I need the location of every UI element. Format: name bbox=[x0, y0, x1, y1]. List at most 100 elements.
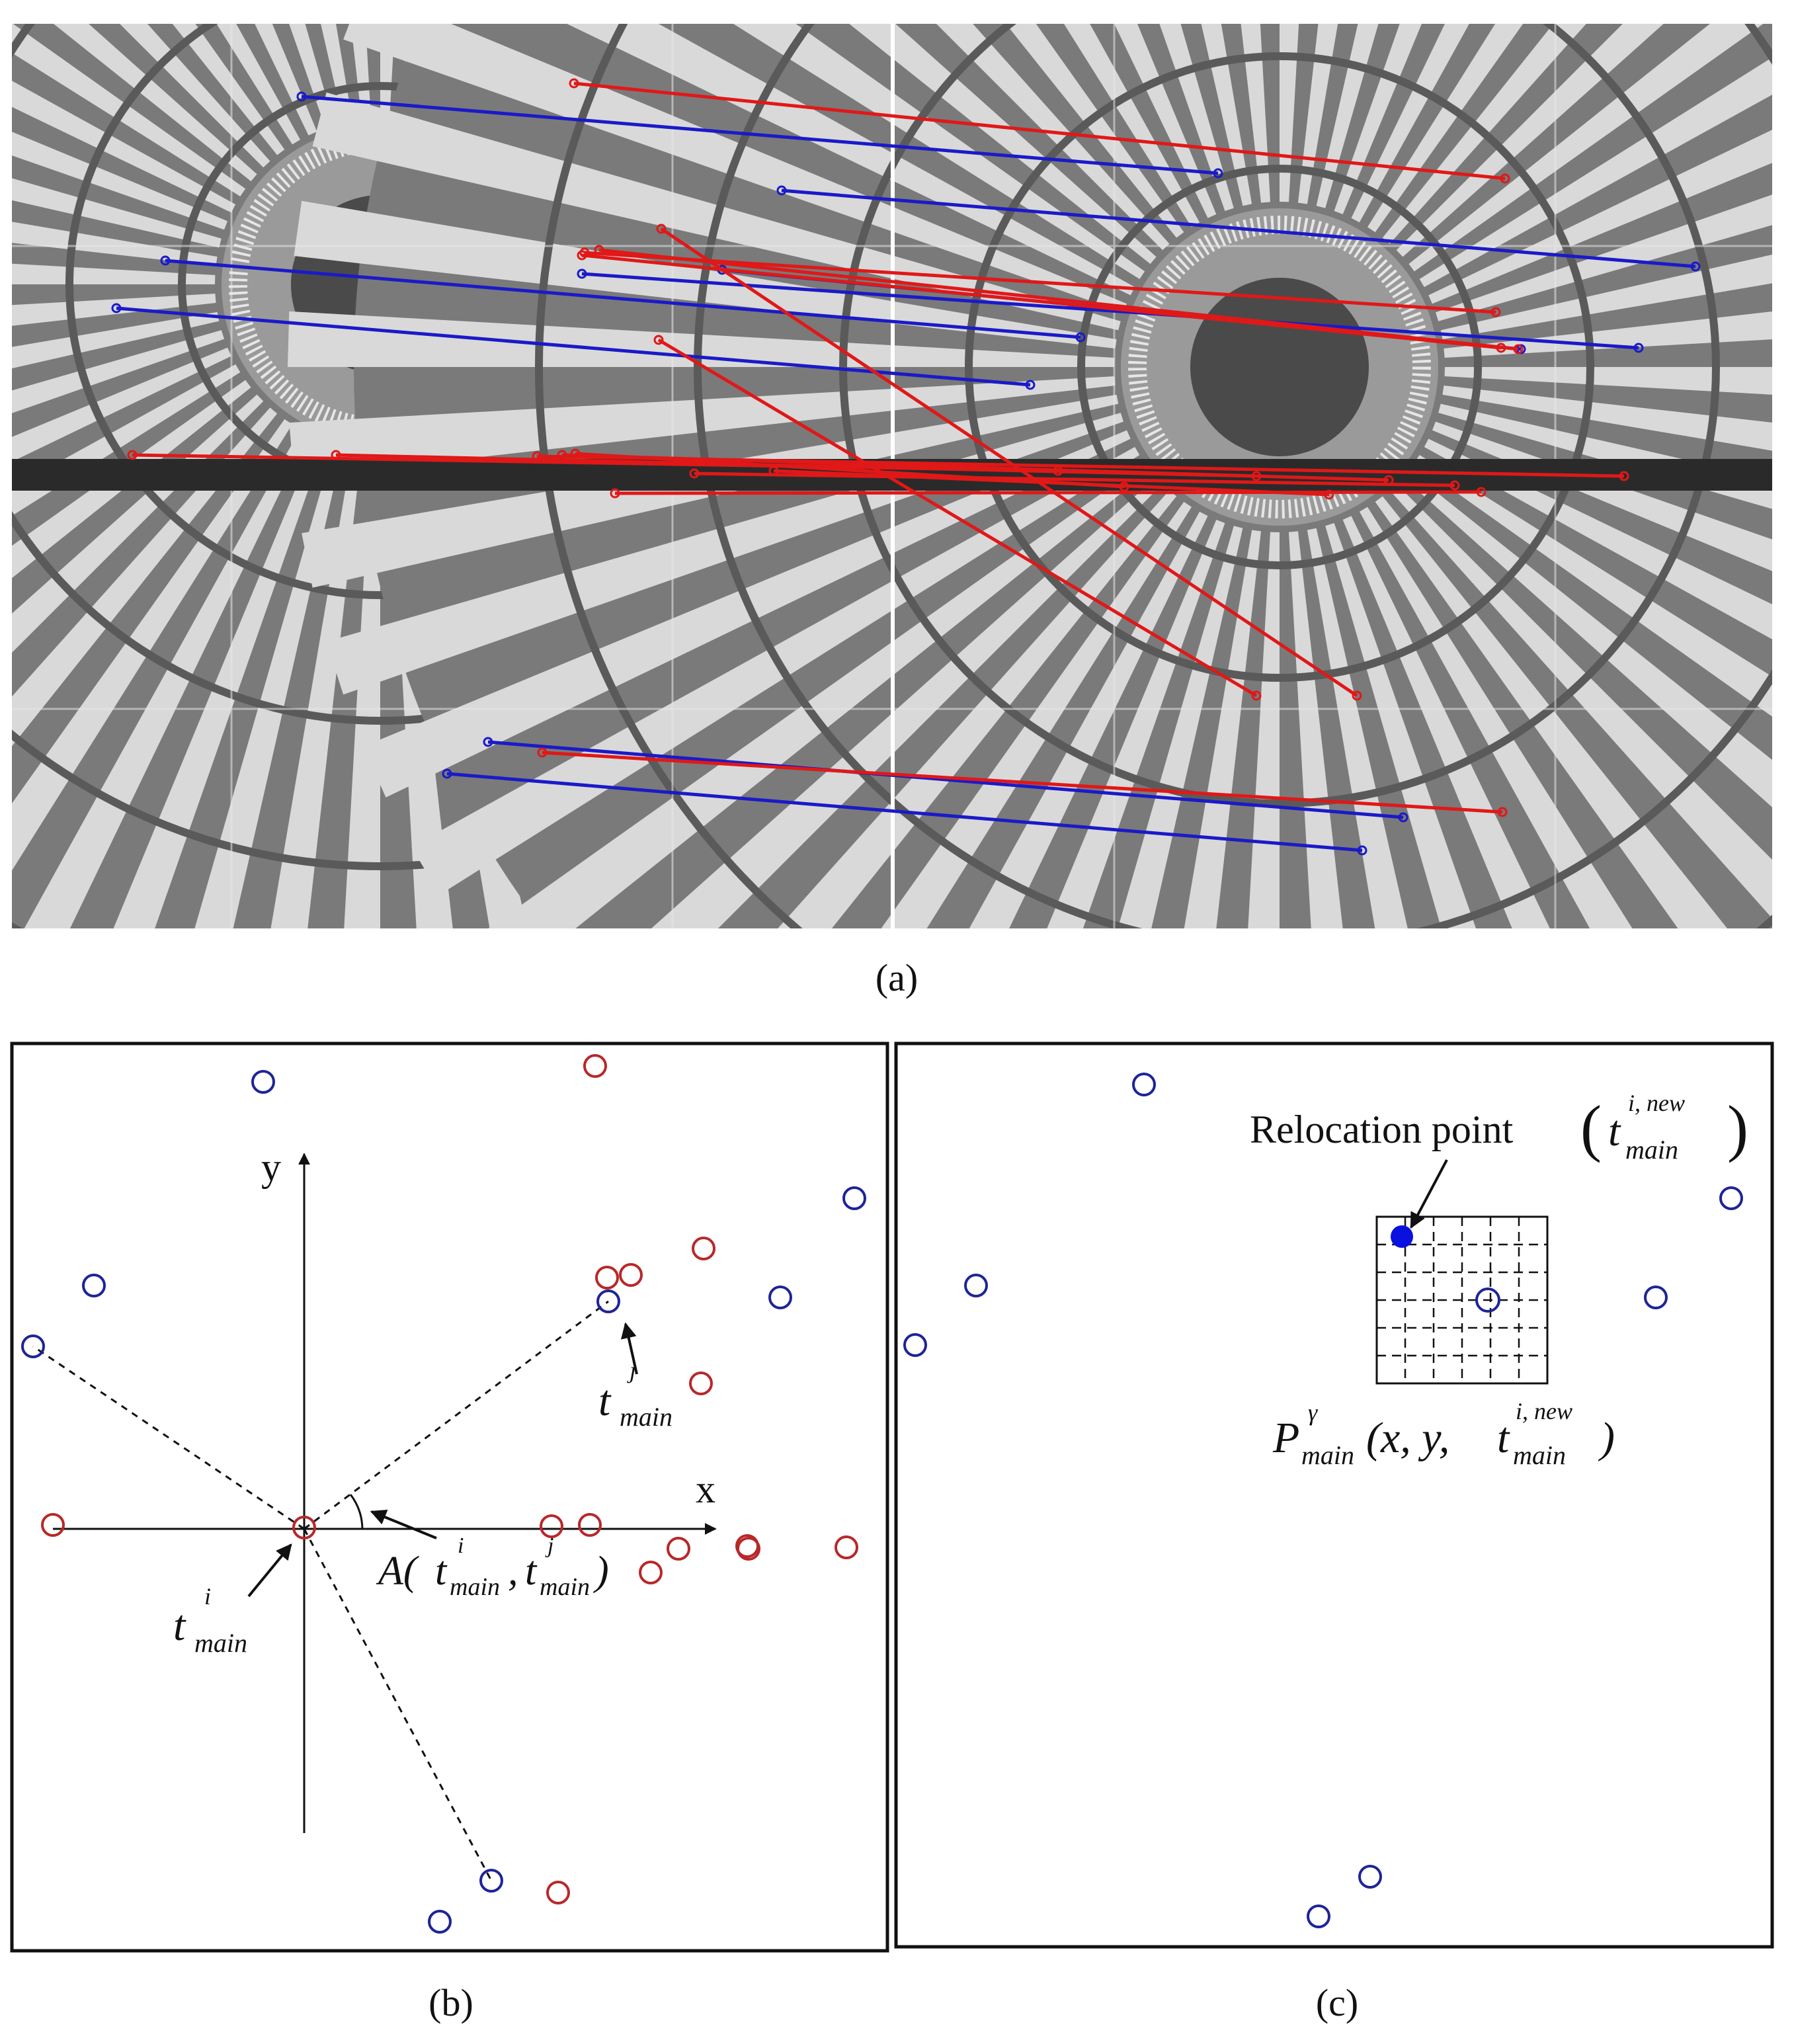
match-line-red bbox=[694, 471, 1455, 487]
star-left-spoke bbox=[12, 24, 246, 196]
feature-point-blue bbox=[251, 1070, 275, 1094]
feature-point-blue bbox=[428, 1910, 452, 1934]
match-line-red bbox=[614, 490, 1482, 495]
match-line-blue bbox=[446, 772, 1363, 852]
match-endpoint bbox=[532, 451, 542, 462]
star-right-spoke bbox=[1359, 507, 1633, 928]
match-endpoint bbox=[1449, 480, 1460, 491]
match-endpoint bbox=[1690, 261, 1701, 272]
relocation-label: Relocation point ( t i, new main ) bbox=[1250, 1090, 1748, 1165]
star-right-spoke bbox=[1442, 385, 1772, 451]
svg-text:): ) bbox=[1598, 1414, 1615, 1462]
match-endpoint bbox=[610, 488, 620, 499]
star-right-ring bbox=[1077, 165, 1482, 569]
y-axis-label: y bbox=[261, 1145, 281, 1189]
panel-c-points bbox=[903, 1073, 1743, 1928]
match-endpoint bbox=[776, 185, 787, 196]
star-left-spoke bbox=[172, 24, 285, 155]
star-left-spoke bbox=[12, 263, 216, 284]
star-left-spoke bbox=[12, 178, 222, 248]
match-line-blue bbox=[781, 188, 1696, 268]
label-t-j-main: t j main bbox=[598, 1357, 673, 1432]
feature-point-blue bbox=[596, 1289, 620, 1313]
label-t-i-main: t i main bbox=[173, 1583, 247, 1658]
arrow-to-angle bbox=[370, 1510, 437, 1539]
match-endpoint bbox=[689, 468, 700, 479]
match-endpoint bbox=[1398, 812, 1408, 823]
match-line-red bbox=[581, 253, 1502, 350]
svg-text:(x, y,: (x, y, bbox=[1366, 1414, 1449, 1462]
svg-text:j: j bbox=[545, 1533, 553, 1558]
match-endpoint bbox=[111, 303, 122, 313]
match-endpoint bbox=[483, 737, 493, 747]
feature-point-blue bbox=[964, 1274, 988, 1297]
match-endpoint bbox=[1213, 168, 1223, 179]
svg-text:(: ( bbox=[1580, 1092, 1602, 1163]
match-endpoint bbox=[1633, 343, 1644, 353]
x-axis-label: x bbox=[696, 1467, 715, 1511]
feature-point-red bbox=[689, 1371, 713, 1395]
arrow-to-ti bbox=[247, 1543, 292, 1598]
dashed-connectors bbox=[32, 1300, 609, 1881]
star-left-spoke bbox=[12, 81, 236, 213]
star-right-spoke bbox=[363, 430, 1131, 797]
svg-text:main: main bbox=[1513, 1440, 1566, 1470]
match-endpoint bbox=[577, 250, 587, 261]
star-right-spoke bbox=[1396, 24, 1664, 257]
feature-point-red bbox=[546, 1881, 570, 1904]
star-right-spoke bbox=[1403, 470, 1772, 807]
feature-point-blue bbox=[768, 1286, 792, 1309]
star-right-spoke bbox=[411, 446, 1140, 895]
match-endpoint bbox=[1513, 344, 1524, 354]
match-endpoint bbox=[1496, 343, 1506, 353]
svg-text:i: i bbox=[458, 1533, 464, 1558]
feature-point-red bbox=[692, 1237, 715, 1260]
match-endpoint bbox=[577, 268, 587, 279]
star-right-spoke bbox=[1428, 130, 1772, 304]
star-left-spoke bbox=[289, 24, 335, 129]
match-endpoint bbox=[656, 224, 667, 234]
match-line-blue bbox=[165, 259, 1081, 339]
label-angle-a: A( t i main , t j main ) bbox=[376, 1533, 609, 1601]
match-line-red bbox=[561, 453, 1389, 482]
star-right-spoke bbox=[1184, 530, 1262, 928]
feature-point-blue bbox=[1719, 1186, 1743, 1210]
star-right-ring bbox=[965, 52, 1594, 682]
star-right-spoke bbox=[1118, 526, 1243, 928]
match-endpoint bbox=[1619, 471, 1629, 481]
feature-point-red bbox=[583, 1054, 607, 1078]
star-right-spoke bbox=[651, 477, 1163, 928]
star-right-spoke bbox=[567, 24, 1135, 296]
feature-point-red bbox=[292, 1516, 316, 1539]
svg-text:P: P bbox=[1272, 1414, 1299, 1462]
star-right-spoke bbox=[1367, 24, 1524, 233]
feature-point-blue bbox=[842, 1186, 866, 1210]
match-endpoint bbox=[1075, 332, 1086, 343]
match-endpoint bbox=[1497, 807, 1508, 817]
match-endpoint bbox=[1352, 690, 1362, 701]
star-right-spoke bbox=[1351, 24, 1469, 223]
svg-text:t: t bbox=[435, 1549, 448, 1594]
panel-b-angle-diagram: y x t j main t i main A( t i bbox=[10, 1042, 889, 1953]
star-right-inner-teeth bbox=[1128, 216, 1431, 518]
star-right-spoke bbox=[1342, 516, 1550, 928]
star-left-spoke bbox=[12, 330, 225, 413]
star-left-spoke bbox=[12, 294, 216, 326]
match-endpoint bbox=[1025, 380, 1036, 390]
panel-c-frame bbox=[894, 1042, 1774, 1949]
svg-text:main: main bbox=[1301, 1440, 1354, 1470]
feature-point-blue bbox=[1307, 1904, 1330, 1928]
match-endpoint bbox=[570, 448, 581, 459]
match-endpoint bbox=[1476, 487, 1487, 497]
relocation-point-dot bbox=[1391, 1225, 1413, 1248]
star-right-spoke bbox=[1334, 24, 1422, 215]
svg-text:t: t bbox=[1608, 1107, 1621, 1155]
match-line-red bbox=[657, 338, 1258, 698]
svg-text:γ: γ bbox=[1308, 1399, 1318, 1426]
match-line-red bbox=[584, 251, 1496, 314]
panel-a-photo-matches bbox=[12, 24, 1772, 928]
feature-point-red bbox=[540, 1514, 563, 1538]
feature-point-blue bbox=[1644, 1286, 1668, 1309]
relocation-grid bbox=[1375, 1215, 1549, 1385]
star-right-spoke bbox=[1241, 24, 1270, 203]
